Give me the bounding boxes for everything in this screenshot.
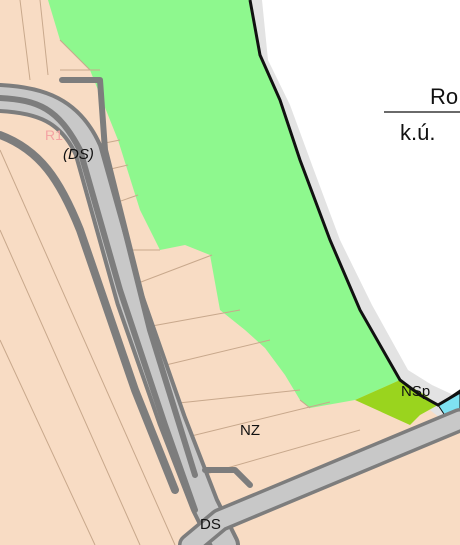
forest-area: [48, 0, 400, 408]
cadastral-territory-label: k.ú.: [400, 120, 436, 145]
road-network: [0, 77, 460, 545]
cadastral-name-label: Ro: [430, 84, 459, 109]
municipal-boundary: [248, 0, 460, 407]
zone-nz-label: NZ: [240, 422, 260, 439]
boundary-halo: [244, 0, 460, 425]
zone-ds-label: DS: [200, 516, 221, 533]
corridor-type-label: (DS): [63, 146, 94, 163]
zone-nsp-label: NSp: [401, 383, 431, 400]
corridor-code-label: R1: [45, 127, 63, 143]
